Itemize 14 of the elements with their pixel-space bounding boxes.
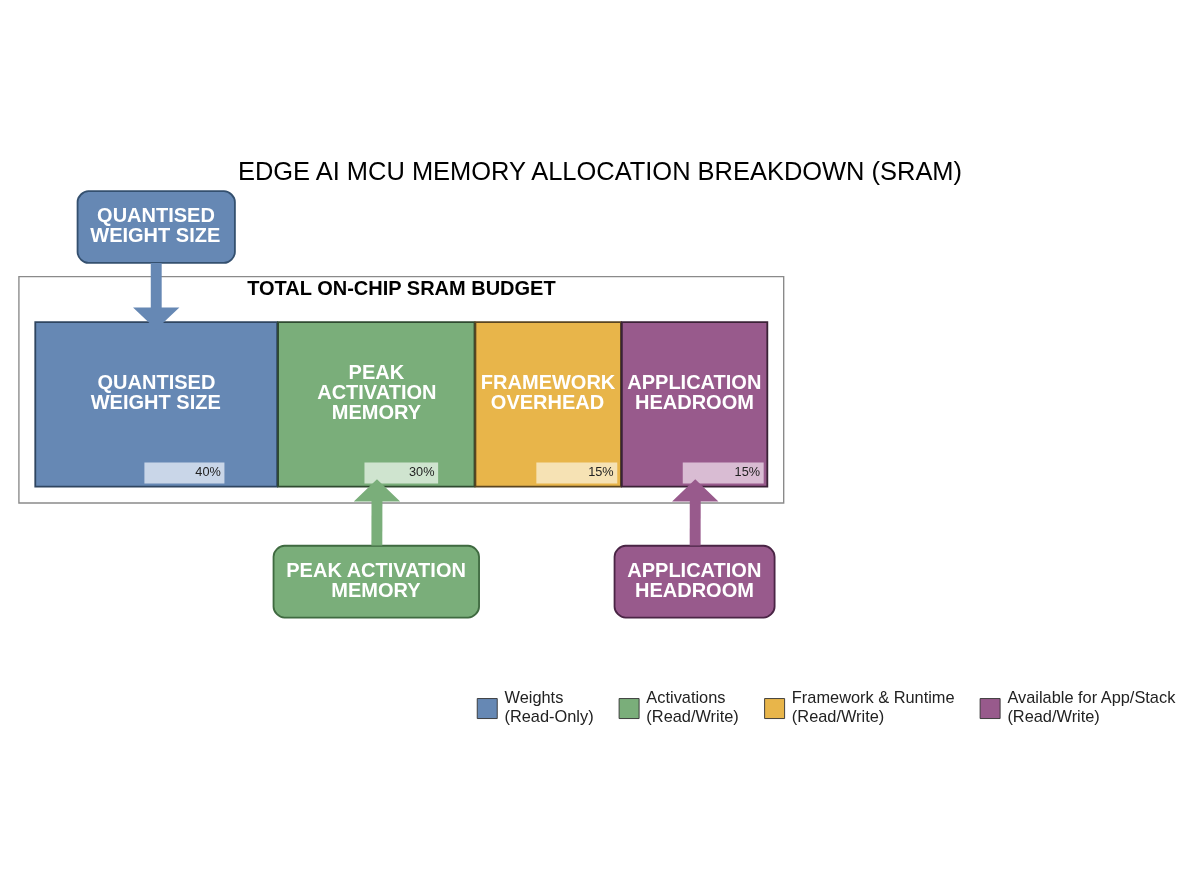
- node-box: APPLICATION HEADROOM: [613, 544, 776, 619]
- node-box: QUANTISED WEIGHT SIZE: [76, 190, 236, 264]
- node-box: APPLICATION HEADROOM 15%: [620, 321, 769, 488]
- legend-label: Framework & Runtime (Read/Write): [791, 688, 955, 725]
- diagram-title: EDGE AI MCU MEMORY ALLOCATION BREAKDOWN (SRAM): [237, 156, 963, 185]
- legend-label: Available for App/Stack (Read/Write): [1007, 688, 1176, 725]
- node-box: QUANTISED WEIGHT SIZE 40%: [34, 321, 279, 488]
- arrow: [353, 479, 401, 546]
- node-box: FRAMEWORK OVERHEAD 15%: [474, 321, 622, 488]
- node-box: PEAK ACTIVATION MEMORY 30%: [277, 321, 476, 488]
- legend-label: Activations (Read/Write): [646, 688, 739, 725]
- node-box: PEAK ACTIVATION MEMORY: [272, 544, 480, 619]
- legend-label: Weights (Read-Only): [504, 688, 594, 725]
- arrow: [672, 479, 719, 546]
